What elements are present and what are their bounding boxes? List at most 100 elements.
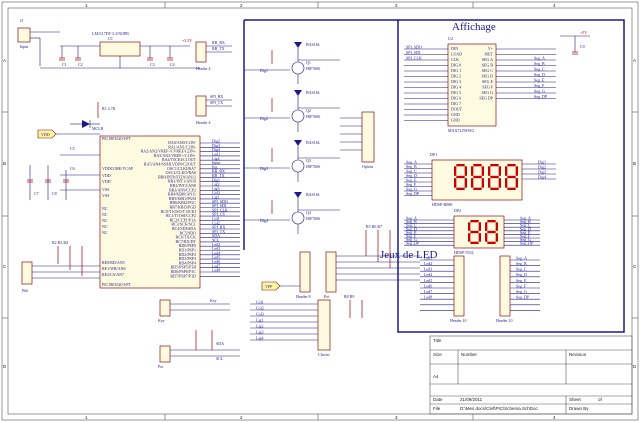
net-label: SDA [212,233,220,238]
net-label: Seg_G [406,186,417,191]
svg-text:Header 10: Header 10 [450,318,467,323]
net-label: Led2 [212,242,220,247]
svg-text:DP2: DP2 [454,208,461,213]
svg-text:Drawn By: Drawn By [569,406,589,411]
net-label: SPI_SDO [212,199,228,204]
net-label: Seg_F [516,283,527,288]
svg-text:SPI_RX: SPI_RX [210,94,223,99]
svg-text:C9: C9 [580,44,585,49]
col-marker-3b: 3 [395,415,398,420]
svg-text:Title: Title [433,338,442,343]
segment [470,241,479,244]
mcu-pin-label: RC6/TX/CK [176,235,197,240]
net-label: Led5 [212,255,220,260]
svg-text:C3: C3 [150,62,155,67]
net-label: Seg_G [516,289,527,294]
transistor-part: IRF7606 [306,216,320,221]
col-marker-3: 3 [395,3,398,8]
driver-net: Dig3 [260,166,268,171]
net-label: Seg_G [534,89,545,94]
net-label: Seg_DP [520,241,534,246]
svg-text:21/09/2011: 21/09/2011 [460,397,483,402]
svg-text:J1: J1 [20,18,24,23]
segment [488,166,491,176]
svg-text:Header 4: Header 4 [196,120,211,125]
svg-text:C8: C8 [52,191,57,196]
net-label: Seg_DP [516,295,530,300]
net-label: Dig4 [212,147,220,152]
mcu-pin-label: RC0/T1OSO/T13CKI [161,209,197,214]
svg-text:U1: U1 [108,36,113,41]
svg-text:Option: Option [362,164,373,169]
mcu-pin-label: RB6/KBI2/PGC [170,200,197,205]
svg-text:PIC18F4520-I/PT: PIC18F4520-I/PT [102,136,131,141]
net-label: Seg_A [406,159,417,164]
net-label: SCL [212,238,220,243]
segment [515,178,518,188]
net-label: RB_RX [212,169,225,174]
row-marker-b: B [3,161,6,166]
net-label: Seg_B [534,61,545,66]
net-label: SPI_CLK [406,56,422,61]
row-marker-c2: C [633,264,637,269]
svg-text:HDSP-5532: HDSP-5532 [454,250,474,255]
mcu-pin-label: RB3/AN9/CCP2 [169,187,196,192]
segment [473,187,482,190]
input-connector: J1 Input [17,18,60,66]
svg-text:VDD: VDD [41,132,50,137]
svg-text:MCLR: MCLR [92,126,104,131]
max-pin-label: DOUT [451,107,463,112]
net-label: Seg_D [406,173,417,178]
segment [456,187,465,190]
col-marker-2b: 2 [240,415,243,420]
net-label: Seg_E [406,177,417,182]
segment [507,164,516,167]
max-pin-label: DIG 1 [451,68,461,73]
max-pin-label: SEG C [482,68,494,73]
svg-text:RE0/RD/AN5: RE0/RD/AN5 [102,260,125,265]
svg-text:Date: Date [433,397,443,402]
segment [471,178,474,188]
max-pin-label: CLK [451,57,459,62]
mcu-right-pins: RA0/AN0/C1IN-RA1/AN1/C2IN-RA2/AN2/VREF-/… [141,140,197,278]
net-label: SPI_RX [212,225,225,230]
net-label: SPI_SDI [212,203,227,208]
mcu-pin-label: RD6/PSP6/P1C [171,269,197,274]
net-label: Led7 [212,263,220,268]
net-label: SPI_CLK [212,207,228,212]
mcu-pin-label: RC7/RX/DT [176,239,197,244]
net-label: Seg_F [406,182,417,187]
svg-text:DP1: DP1 [430,152,437,157]
segment [495,233,498,242]
net-label: Col1 [256,299,264,304]
driver-net: Dig2 [260,116,268,121]
segment [478,233,481,242]
svg-text:NC: NC [102,230,108,235]
col-marker-1: 1 [85,3,88,8]
svg-text:NC: NC [102,224,108,229]
net-label: Seg_A [520,216,531,221]
svg-text:SDA: SDA [216,341,224,346]
segment [505,166,508,176]
led-part: BAS16L [306,192,321,197]
mcu-pin-label: RB0/INT0/FLT0/AN12 [158,174,196,179]
net-label: Led8 [212,268,220,273]
mcu-pin-label: RA0/AN0/C1IN- [168,140,196,145]
mcu-pin-label: OSC1/CLKI/RA7 [167,166,196,171]
segment [498,178,501,188]
net-label: Seg_A [534,56,545,61]
svg-text:SCL: SCL [216,356,224,361]
segment [454,178,457,188]
segment [470,220,479,223]
net-label: Led2 [424,261,432,266]
svg-text:VSS: VSS [102,187,109,192]
net-label: Led6 [424,283,432,288]
max-pin-label: SEG DP [479,96,493,101]
segment [481,166,484,176]
svg-text:Revision: Revision [569,352,587,357]
segment [478,222,481,231]
led-section-title: Jeux de LED [380,249,437,261]
net-label: Lig4 [256,335,264,340]
max-pin-label: DIG 4 [451,85,461,90]
